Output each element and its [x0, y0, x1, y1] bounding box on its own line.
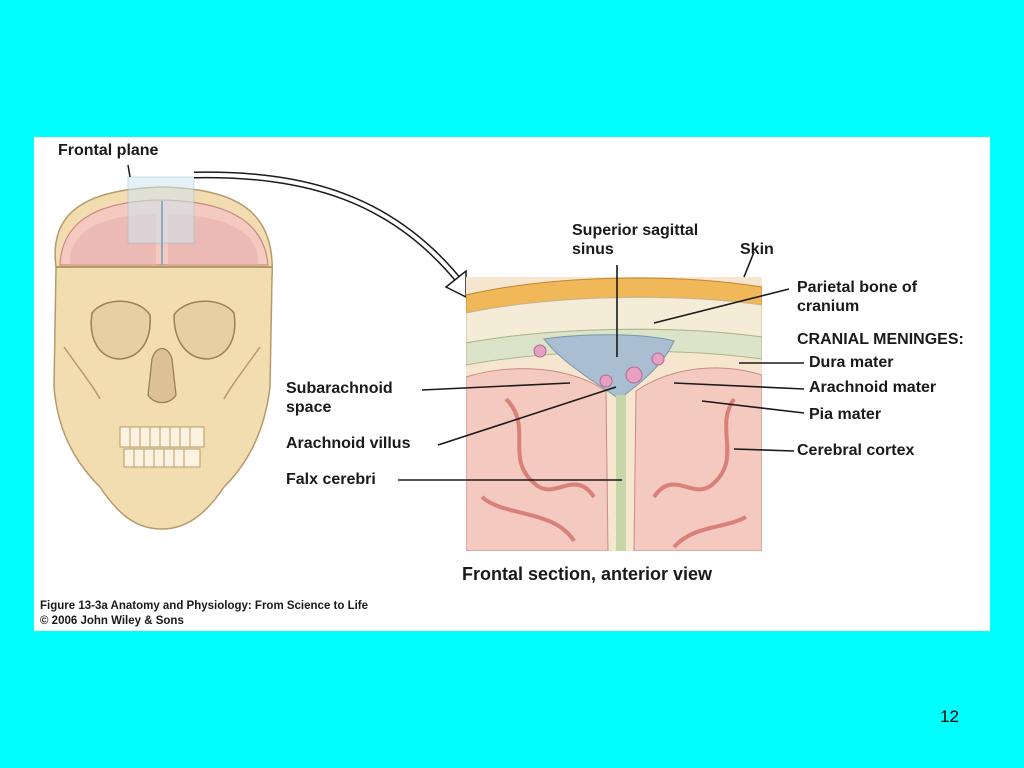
slide-number: 12 [940, 707, 959, 726]
leader-lines [398, 251, 805, 481]
label-skin: Skin [740, 241, 774, 258]
skull-illustration [53, 176, 273, 530]
label-cranial-meninges: CRANIAL MENINGES: [797, 331, 964, 348]
anatomy-illustration [53, 164, 805, 551]
caption-line-1: Figure 13-3a Anatomy and Physiology: Fro… [40, 600, 369, 612]
caption-line-2: © 2006 John Wiley & Sons [40, 615, 184, 627]
section-title: Frontal section, anterior view [462, 564, 713, 584]
label-cerebral-cortex: Cerebral cortex [797, 442, 915, 459]
label-parietal-bone: Parietal bone of cranium [797, 279, 918, 315]
cross-section-illustration [466, 277, 762, 551]
figure-caption: Figure 13-3a Anatomy and Physiology: Fro… [40, 599, 368, 629]
figure-panel: Frontal plane Superior sagittal sinus Sk… [34, 137, 990, 631]
label-subarachnoid-space: Subarachnoid space [286, 380, 393, 416]
label-pia-mater: Pia mater [809, 406, 882, 423]
label-arachnoid-mater: Arachnoid mater [809, 379, 937, 396]
label-frontal-plane: Frontal plane [58, 142, 159, 159]
arrow-icon [193, 171, 467, 299]
label-dura-mater: Dura mater [809, 354, 894, 371]
label-falx-cerebri: Falx cerebri [286, 471, 376, 488]
label-arachnoid-villus: Arachnoid villus [286, 435, 411, 452]
label-superior-sagittal-sinus: Superior sagittal sinus [572, 222, 699, 258]
